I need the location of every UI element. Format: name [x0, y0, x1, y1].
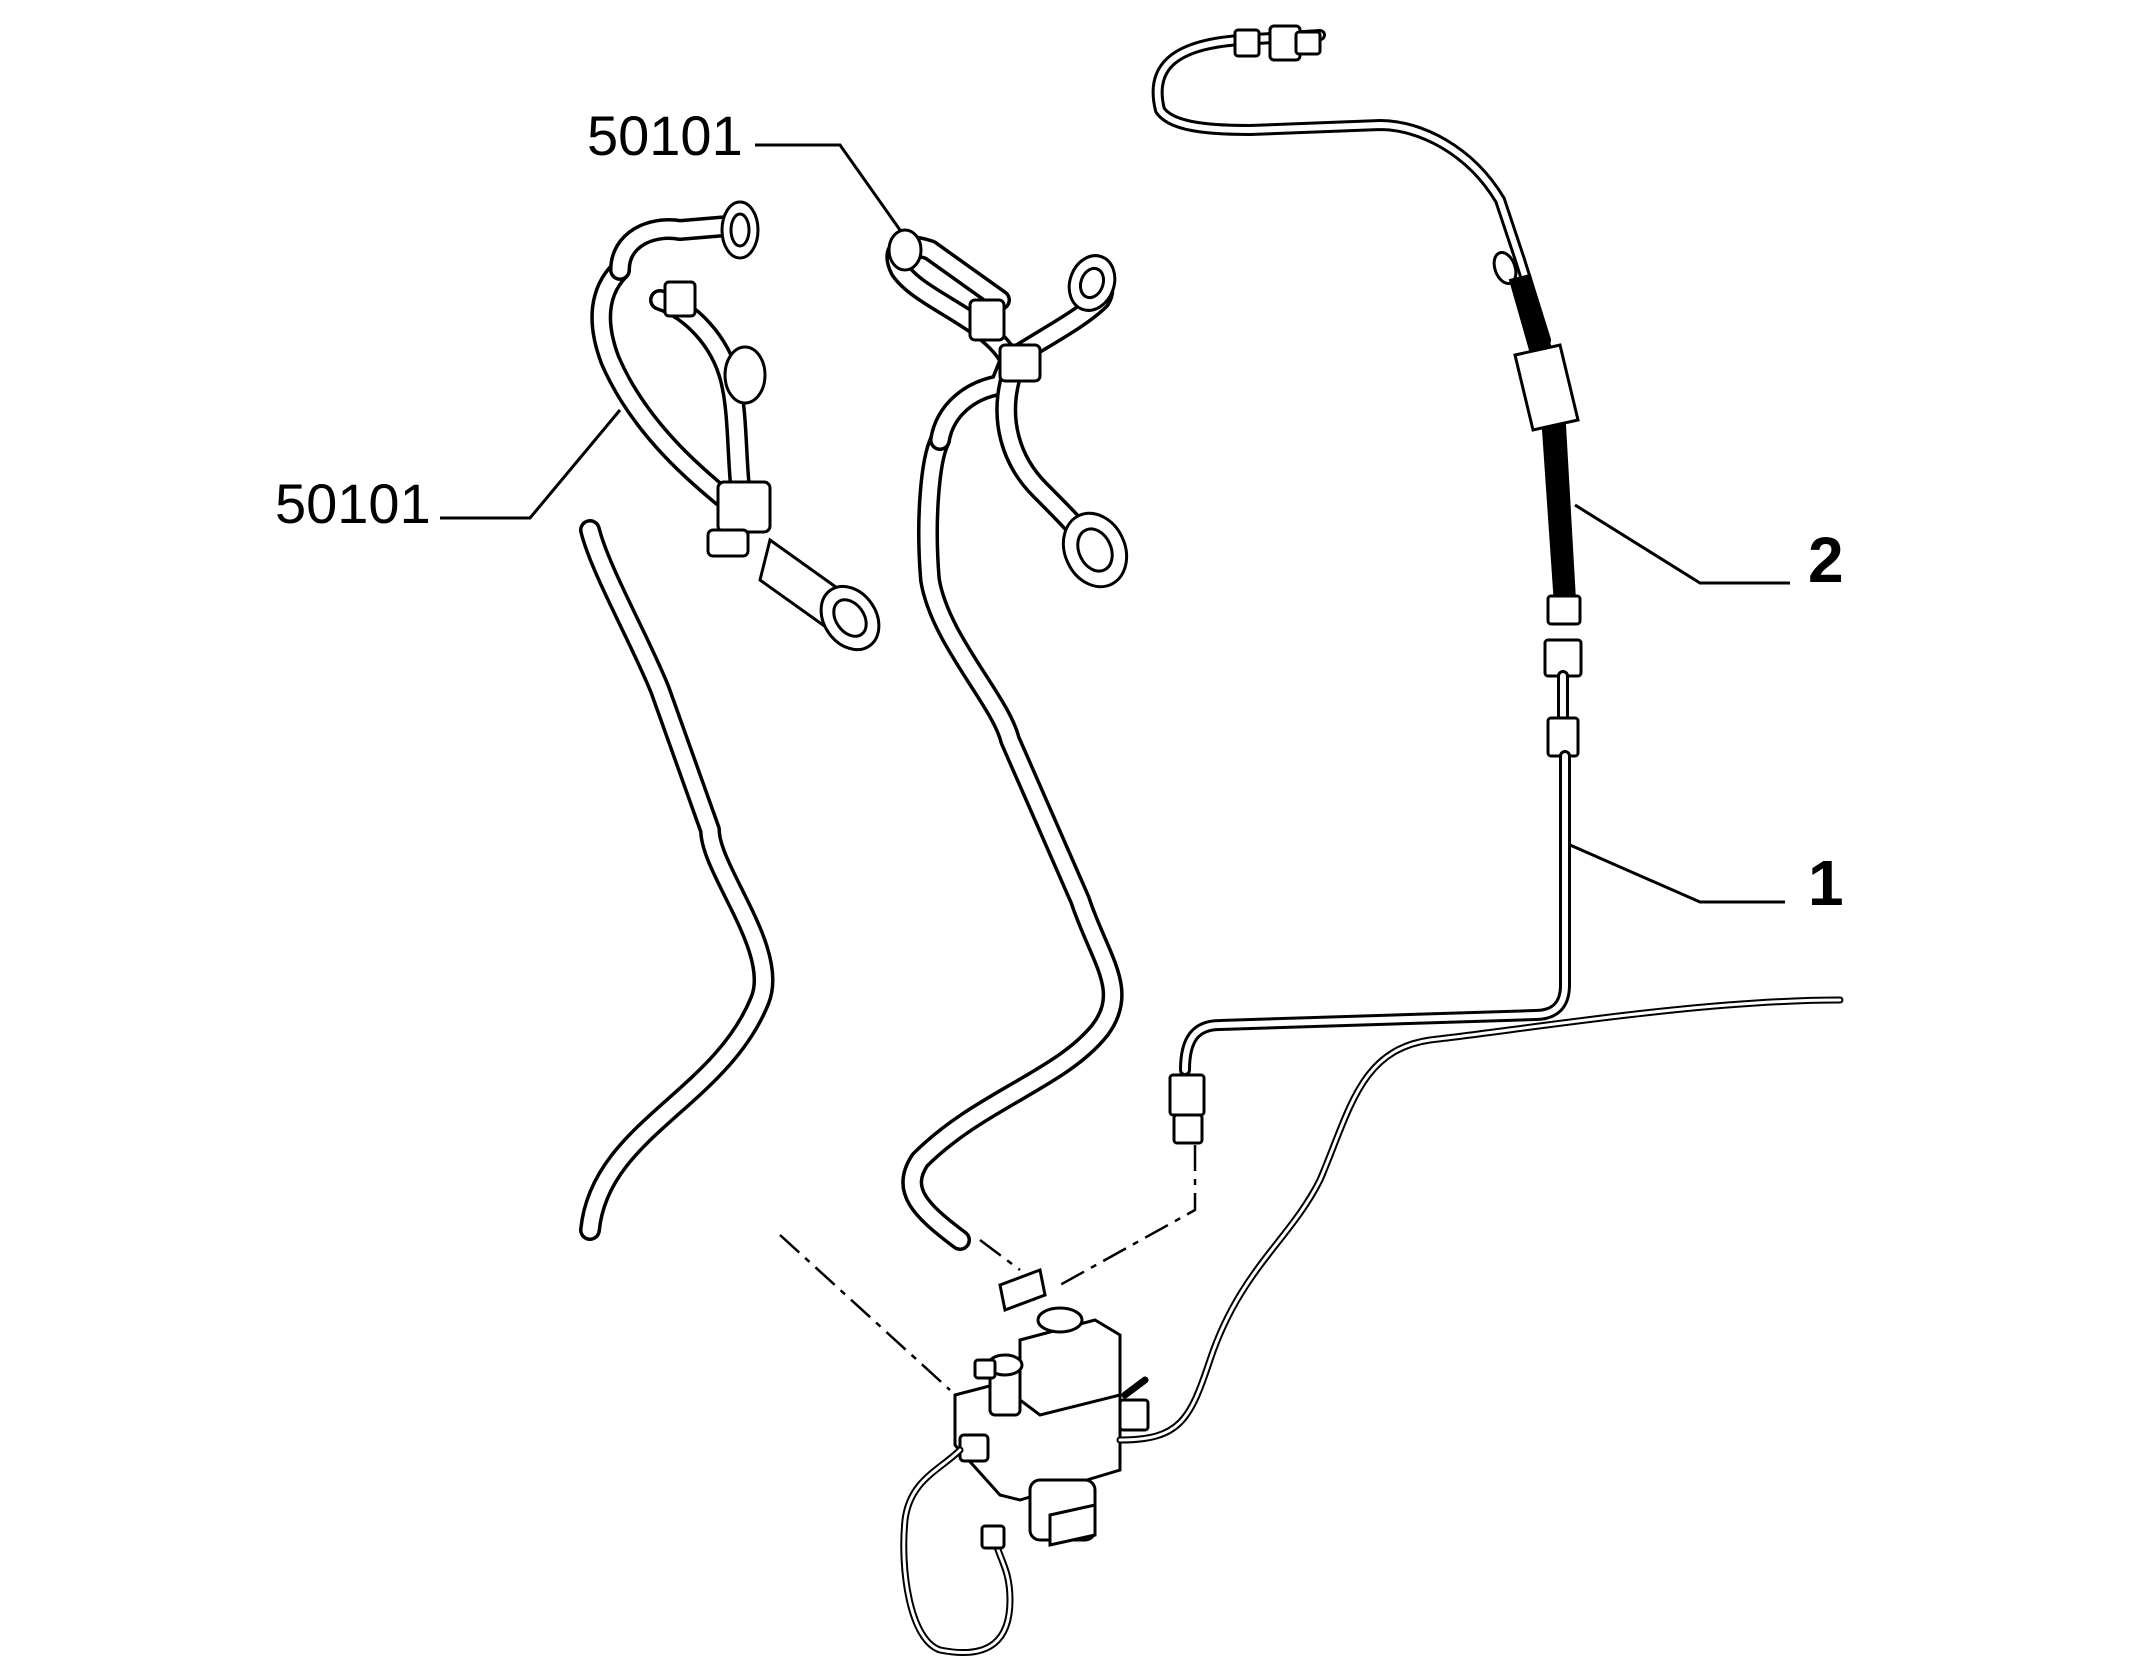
- middle-hose-assembly: [885, 228, 1129, 1251]
- connection-lines: [779, 1145, 1197, 1391]
- label-hose-left: 50101: [275, 472, 431, 535]
- pipe-1: [1168, 670, 1580, 1145]
- leader-lines: [440, 143, 1790, 904]
- pipe-2: [1151, 24, 1583, 678]
- label-pipe-2: 2: [1808, 524, 1844, 596]
- valve-block: [953, 1267, 1150, 1547]
- sensor-wires: [900, 996, 1844, 1657]
- label-pipe-1: 1: [1808, 847, 1844, 919]
- label-hose-upper: 50101: [587, 104, 743, 167]
- left-hose-assembly: [579, 200, 881, 1241]
